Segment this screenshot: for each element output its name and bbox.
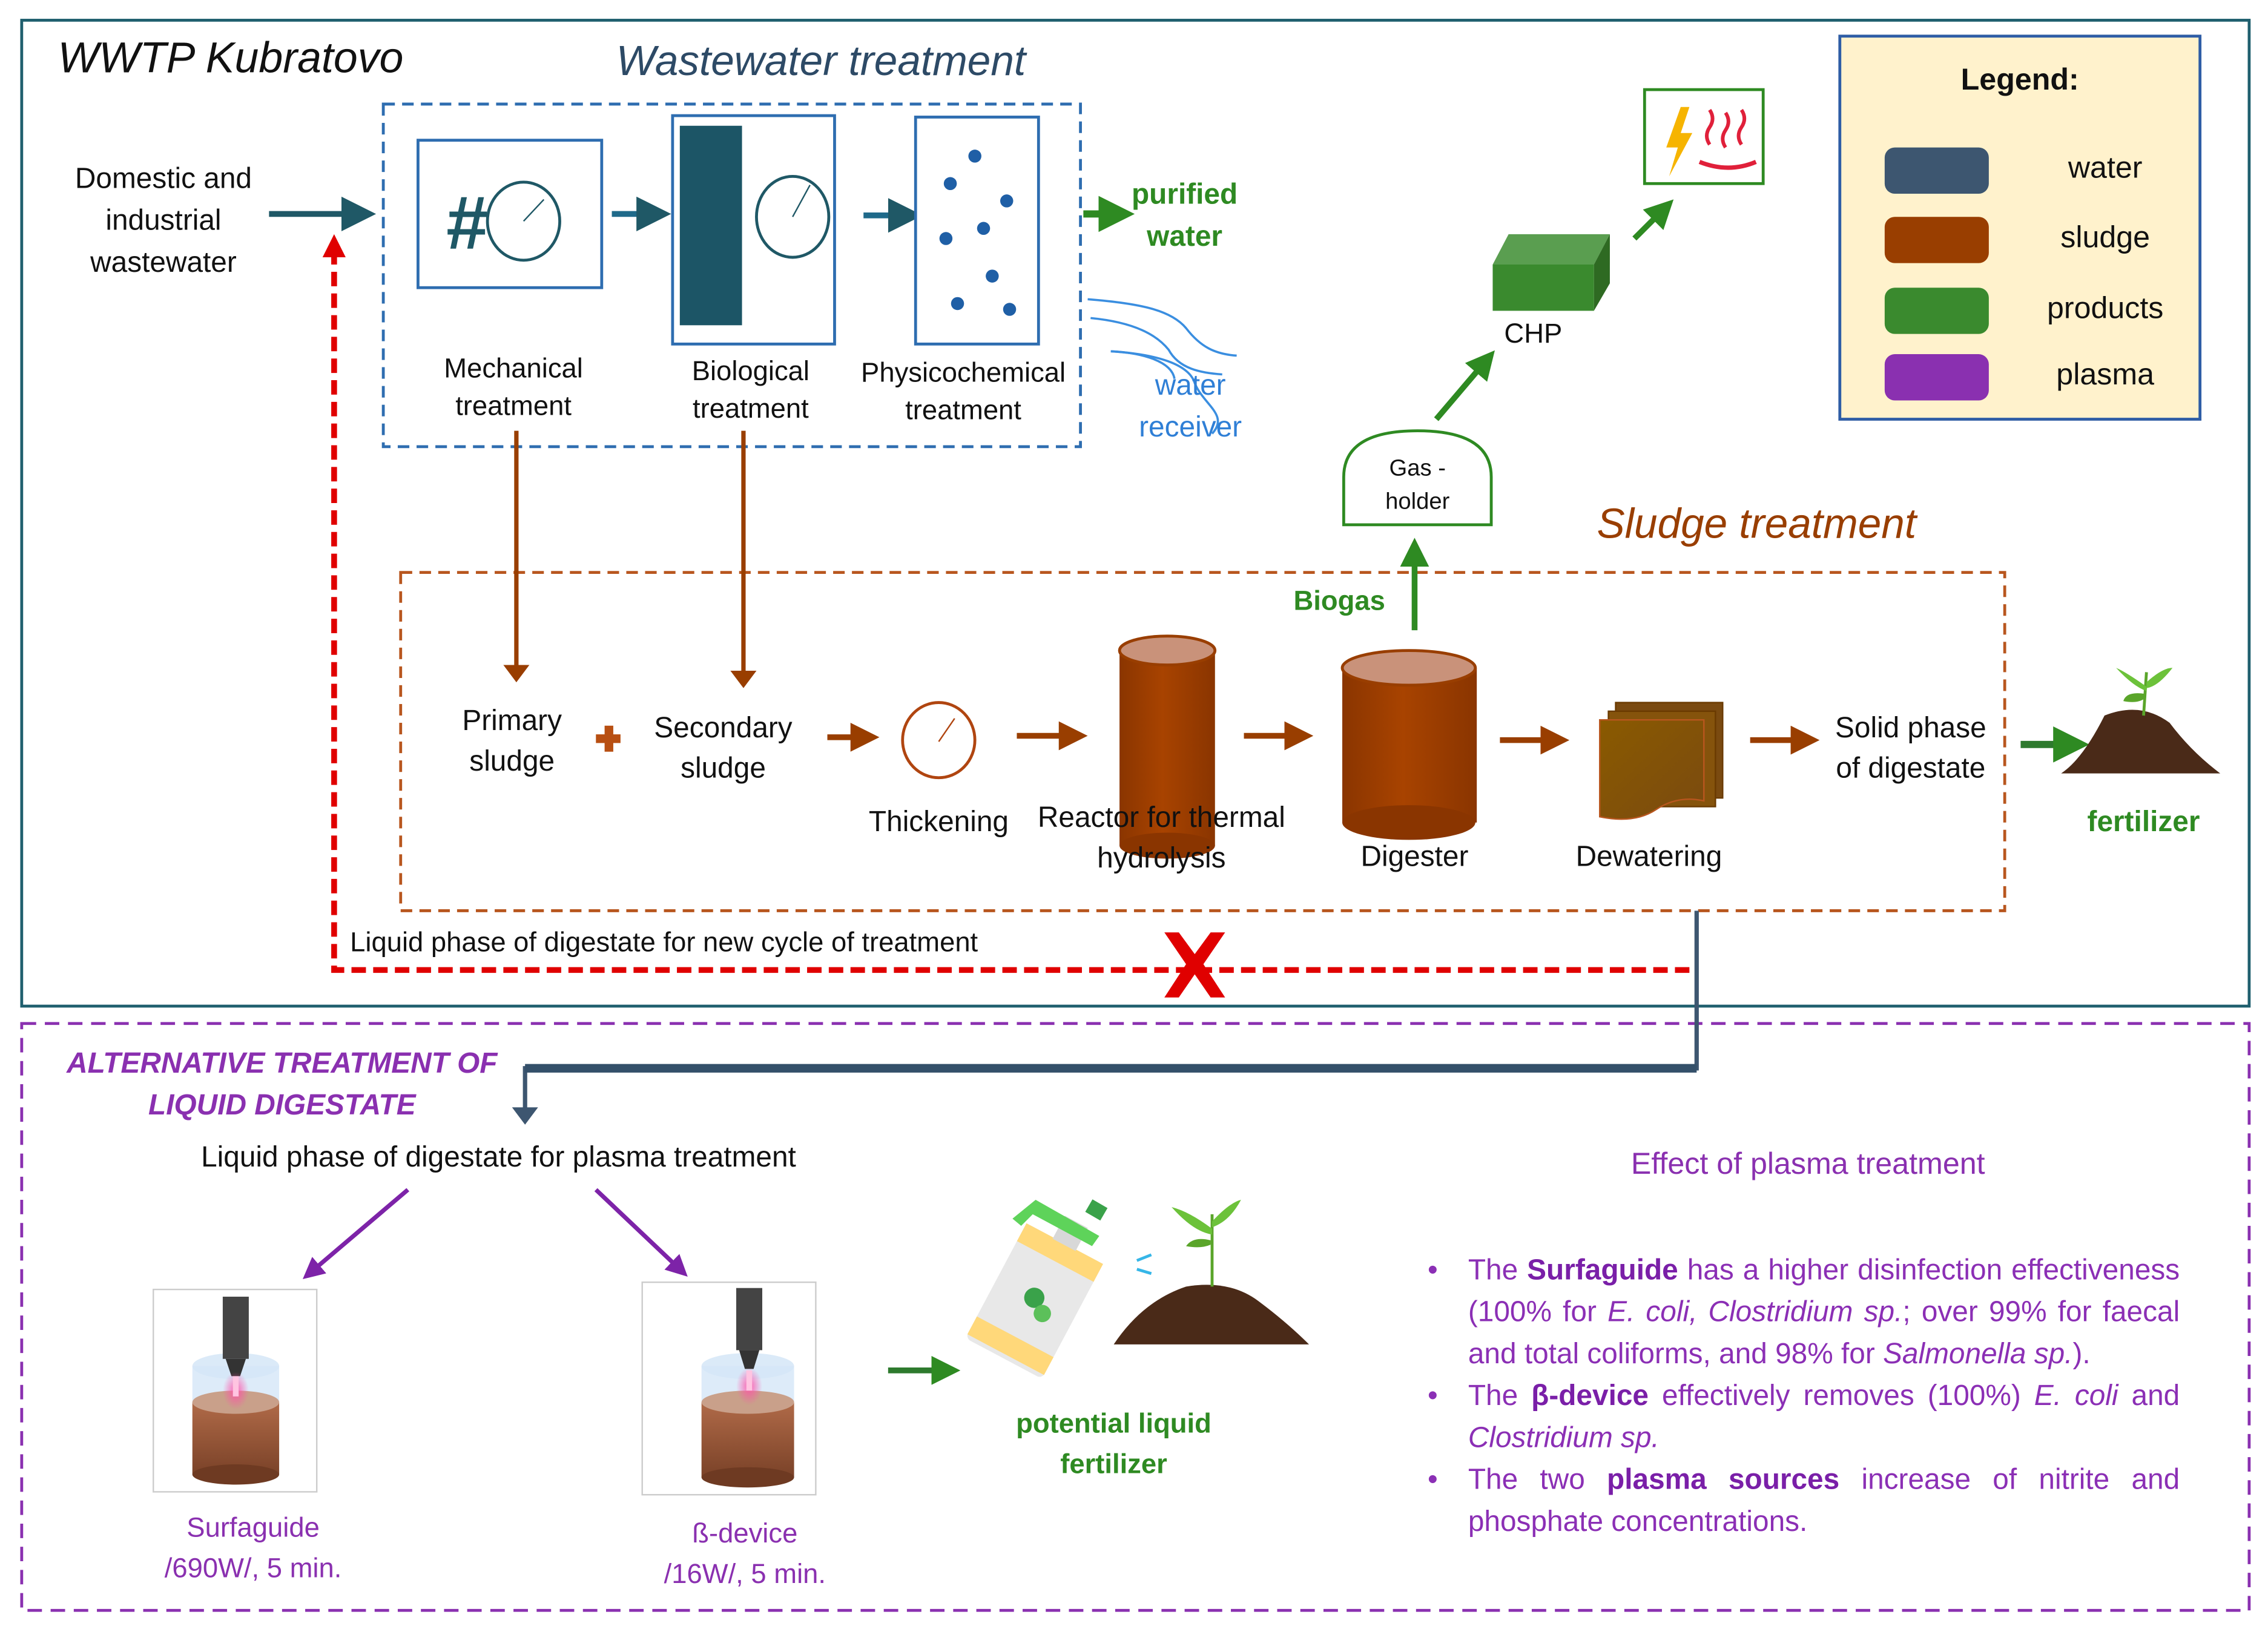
liquid-fertilizer-icon [967, 1199, 1310, 1377]
effect-text: has a higher disinfection effectiveness … [1468, 1254, 2180, 1329]
effect-text: increase of nitrite and phosphate concen… [1468, 1464, 2180, 1538]
fertilizer-label: fertilizer [2087, 806, 2200, 839]
dewatering-icon [1599, 702, 1724, 820]
solid-phase-label: Solid phase of digestate [1835, 712, 1986, 785]
effect-text: ). [2072, 1338, 2091, 1371]
plus-icon [596, 725, 621, 752]
legend: Legend: water sludge products plasma [1838, 35, 2202, 421]
effect-species: Salmonella sp. [1883, 1338, 2073, 1371]
water-swatch [1884, 147, 1989, 194]
effect-highlight: plasma sources [1607, 1464, 1840, 1496]
alternative-title-line2: LIQUID DIGESTATE [148, 1090, 416, 1122]
effect-bullet: The Surfaguide has a higher disinfection… [1425, 1251, 2180, 1377]
arrow-chp-energy [1632, 199, 1674, 241]
digester-icon [1340, 649, 1477, 840]
arrow-to-beta-device [594, 1188, 688, 1277]
legend-label: water [2068, 151, 2143, 185]
plasma-input-label: Liquid phase of digestate for plasma tre… [201, 1142, 796, 1174]
liquid-fertilizer-line2: fertilizer [1060, 1450, 1167, 1481]
plant-title: WWTP Kubratovo [58, 35, 404, 83]
legend-item-plasma: plasma [1884, 354, 2189, 403]
recycle-path [322, 234, 1690, 973]
effects-list: The Surfaguide has a higher disinfection… [1425, 1251, 2180, 1544]
water-receiver-icon [1087, 298, 1237, 435]
primary-sludge-label: Primary sludge [462, 705, 562, 778]
beta-device-name: ß-device [692, 1519, 798, 1550]
sludge-section-title: Sludge treatment [1597, 501, 1917, 548]
effect-text: The [1468, 1254, 1528, 1287]
effect-text: effectively removes (100%) [1649, 1380, 2034, 1413]
effect-species: E. coli [2034, 1380, 2118, 1413]
legend-title: Legend: [1960, 64, 2079, 97]
effect-text: The [1468, 1380, 1532, 1413]
secondary-sludge-label: Secondary sludge [654, 712, 793, 785]
effect-bullet: The two plasma sources increase of nitri… [1425, 1460, 2180, 1544]
gas-holder-icon [1342, 429, 1493, 527]
surfaguide-params: /690W/, 5 min. [164, 1554, 342, 1585]
mechanical-icon: # [417, 139, 604, 289]
alternative-frame [20, 1022, 2251, 1612]
wastewater-box [381, 102, 1082, 449]
plasma-swatch [1884, 354, 1989, 401]
effect-highlight: β-device [1531, 1380, 1649, 1413]
soil-sprout-icon [2061, 668, 2221, 774]
effect-text: The two [1468, 1464, 1607, 1496]
biological-label: Biological treatment [691, 357, 810, 426]
sludge-swatch [1884, 217, 1989, 263]
chp-label: CHP [1504, 319, 1563, 350]
mechanical-label: Mechanical treatment [444, 354, 583, 423]
reactor-icon [1118, 634, 1217, 859]
beta-device-icon [641, 1281, 817, 1496]
effect-highlight: Surfaguide [1527, 1254, 1678, 1287]
red-x-icon [1164, 932, 1225, 998]
alternative-title-line1: ALTERNATIVE TREATMENT OF [67, 1048, 498, 1080]
thickening-label: Thickening [868, 806, 1009, 839]
wastewater-section-title: Wastewater treatment [616, 39, 1026, 85]
surfaguide-name: Surfaguide [186, 1513, 320, 1544]
legend-item-products: products [1884, 288, 2189, 337]
effect-species: Clostridium sp. [1468, 1422, 1660, 1455]
arrow-to-surfaguide [302, 1188, 410, 1280]
legend-label: plasma [2056, 358, 2155, 392]
legend-label: products [2046, 292, 2164, 326]
effect-species: E. coli, Clostridium sp. [1607, 1297, 1903, 1329]
effect-text: and [2118, 1380, 2180, 1413]
arrow-gasholder-chp [1434, 350, 1495, 421]
svg-text:#: # [446, 182, 488, 265]
water-receiver-label: water receiver [1139, 370, 1242, 444]
gas-holder-label: Gas - holder [1385, 456, 1450, 515]
electricity-heat-icon [1643, 88, 1765, 185]
legend-item-water: water [1884, 147, 2189, 197]
thickener-icon [901, 701, 977, 780]
beta-device-params: /16W/, 5 min. [664, 1559, 826, 1590]
effect-text: ; over 99% for faecal and total coliform… [1468, 1297, 2180, 1371]
chp-icon [1492, 234, 1610, 311]
effects-title: Effect of plasma treatment [1630, 1148, 1985, 1181]
dewatering-label: Dewatering [1575, 841, 1722, 874]
physicochemical-icon [914, 116, 1040, 346]
biogas-label: Biogas [1293, 587, 1385, 617]
surfaguide-label: Surfaguide /690W/, 5 min. [130, 1509, 376, 1590]
legend-label: sludge [2060, 221, 2151, 255]
sludge-box [399, 571, 2006, 912]
products-swatch [1884, 288, 1989, 334]
physicochemical-label: Physicochemical treatment [861, 358, 1066, 427]
surfaguide-device-icon [153, 1288, 318, 1493]
liquid-fertilizer-line1: potential liquid [1016, 1409, 1211, 1440]
purified-water-label: purified water [1131, 179, 1238, 253]
wwtp-frame [20, 19, 2251, 1008]
reactor-label: Reactor for thermal hydrolysis [1037, 802, 1285, 875]
alternative-title: ALTERNATIVE TREATMENT OF LIQUID DIGESTAT… [44, 1044, 521, 1128]
beta-device-label: ß-device /16W/, 5 min. [622, 1515, 868, 1596]
liquid-fertilizer-label: potential liquid fertilizer [998, 1405, 1229, 1486]
input-label: Domestic and industrial wastewater [74, 163, 252, 279]
biological-icon [671, 114, 836, 346]
digester-label: Digester [1360, 841, 1469, 874]
legend-item-sludge: sludge [1884, 217, 2189, 266]
effect-bullet: The β-device effectively removes (100%) … [1425, 1376, 2180, 1460]
recycle-label: Liquid phase of digestate for new cycle … [350, 928, 978, 959]
